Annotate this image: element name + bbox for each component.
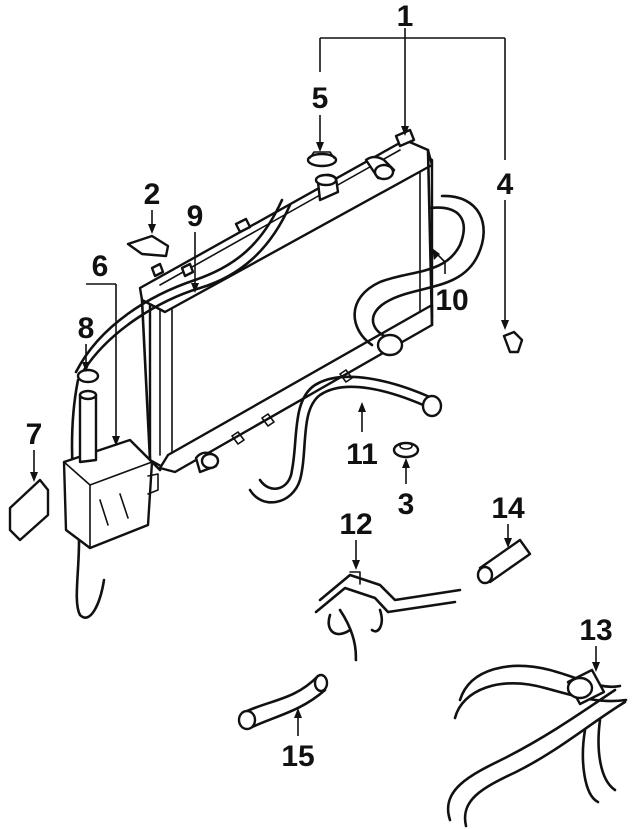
callout-1: 1 [397,0,414,33]
callout-9: 9 [187,200,204,233]
hose-clamp [392,441,420,459]
callout-8: 8 [78,312,95,345]
upper-mount-bracket [126,234,170,258]
callout-labels: 1 2 3 4 5 6 7 8 9 10 11 12 13 14 15 [26,0,613,773]
heater-hose-assembly [446,664,628,828]
callout-5: 5 [312,82,329,115]
callout-10: 10 [435,284,468,317]
callout-4: 4 [497,168,514,201]
leader-lines [30,28,600,736]
radiator-assembly [138,128,434,474]
drain-plug [502,330,524,354]
callout-3: 3 [398,488,415,521]
heater-hose [237,673,329,731]
callout-2: 2 [144,178,161,211]
callout-15: 15 [281,740,314,773]
upper-radiator-hose [353,194,485,347]
overflow-hose [70,378,106,619]
callout-6: 6 [92,250,109,283]
callout-14: 14 [491,492,525,525]
coolant-reservoir [62,389,159,550]
reservoir-bracket [8,478,50,542]
bypass-hose-short [476,538,532,585]
callout-11: 11 [346,438,378,471]
lower-radiator-hose [248,375,434,504]
radiator-cap [306,151,338,168]
callout-12: 12 [339,508,372,541]
callout-13: 13 [579,614,612,647]
callout-7: 7 [26,418,43,451]
reservoir-cap [76,368,100,384]
water-pipe-assembly [314,571,462,662]
